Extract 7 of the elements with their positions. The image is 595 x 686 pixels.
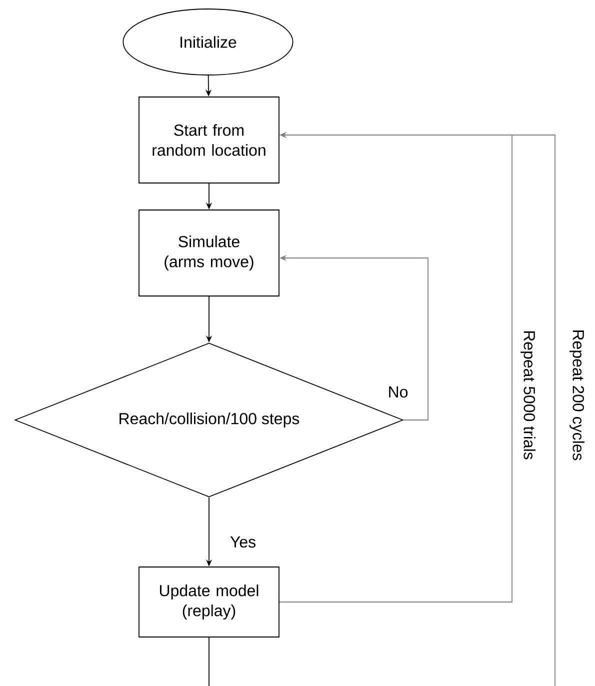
edge-label: Repeat 200 cycles [568,328,586,462]
edge-label: Yes [228,535,258,549]
edge-label: Repeat 5000 trials [520,329,536,461]
connector-line [208,637,210,686]
process-box: Start from random location [138,96,280,184]
process-box: Simulate (arms move) [138,210,280,296]
process-box: Update model (replay) [138,566,280,638]
